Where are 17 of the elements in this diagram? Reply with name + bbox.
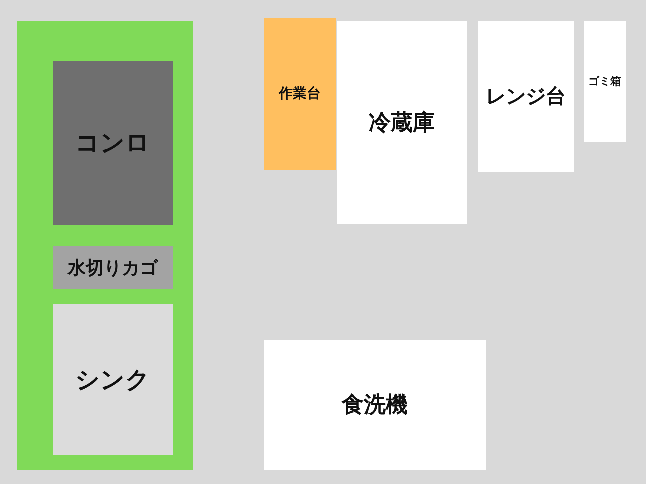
refrigerator-area — [337, 21, 467, 224]
area-label: レンジ台 — [486, 83, 566, 110]
microwave-stand-area — [478, 21, 574, 172]
area-label: 食洗機 — [342, 392, 408, 420]
area-label: 作業台 — [279, 85, 321, 103]
trash-bin-area — [584, 21, 626, 142]
area-label: 水切りカゴ — [68, 256, 158, 280]
worktable-area — [264, 18, 336, 170]
area-label: コンロ — [76, 128, 150, 159]
stove-area — [53, 61, 173, 225]
area-label: シンク — [76, 364, 150, 396]
dishwasher-area — [264, 340, 486, 470]
area-label: 冷蔵庫 — [369, 110, 435, 138]
area-label: ゴミ箱 — [588, 74, 622, 89]
counter-area — [17, 21, 193, 470]
sink-area — [53, 304, 173, 455]
dish-rack-area — [53, 246, 173, 289]
